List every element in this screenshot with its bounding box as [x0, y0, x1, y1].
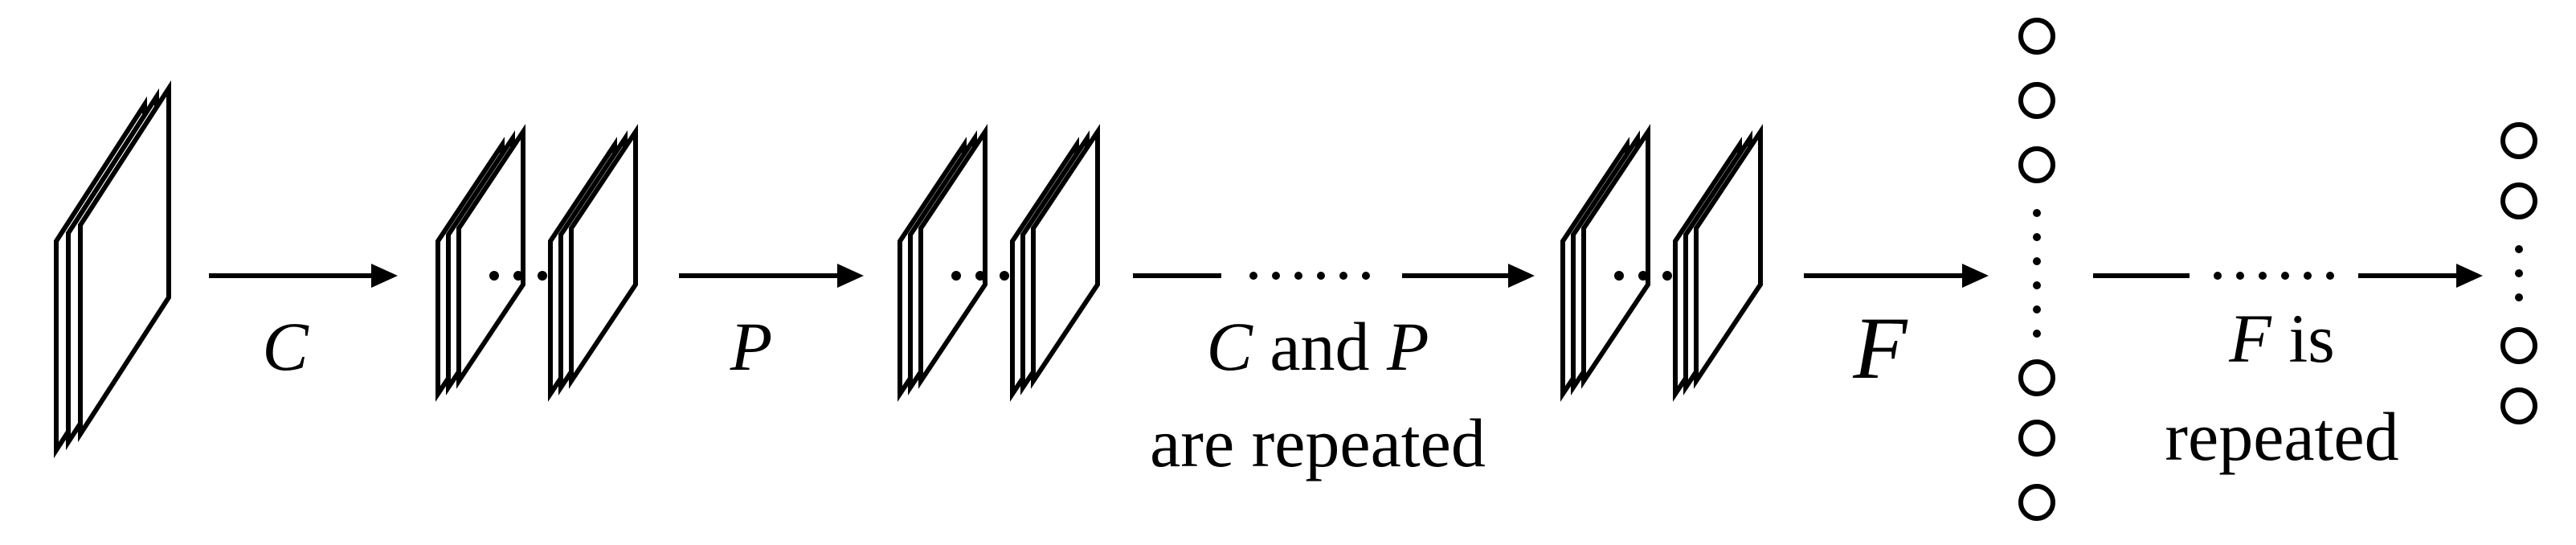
repeat-fc-label: F is	[2228, 300, 2334, 377]
repeat-conv-pool-label-line2: are repeated	[1150, 404, 1486, 481]
repeat-conv-pool-arrow	[1133, 264, 1535, 288]
neuron	[2018, 420, 2055, 457]
neuron	[2018, 146, 2055, 183]
neuron	[2500, 387, 2537, 424]
conv-label: C	[262, 308, 309, 385]
feature-map	[569, 124, 638, 389]
fc-label: F	[1852, 299, 1908, 397]
conv-arrow	[209, 264, 398, 288]
repeat-fc-arrow	[2093, 264, 2483, 288]
neuron	[2500, 182, 2537, 219]
feature-maps-group-2	[898, 124, 1100, 402]
pool-arrow	[679, 264, 864, 288]
feature-map	[1694, 124, 1763, 389]
feature-map	[918, 124, 987, 389]
feature-map	[456, 124, 525, 389]
fc-layer-1	[2018, 18, 2055, 521]
feature-maps-ellipsis	[1614, 271, 1672, 281]
fc-arrow	[1804, 264, 1989, 288]
neuron	[2500, 327, 2537, 364]
neuron	[2018, 82, 2055, 119]
neuron	[2018, 359, 2055, 396]
feature-maps-group-3	[1560, 124, 1763, 402]
feature-maps-group-1	[435, 124, 638, 402]
neuron	[2018, 18, 2055, 55]
feature-map	[1581, 124, 1650, 389]
feature-map	[1031, 124, 1100, 389]
output-layer	[2500, 122, 2537, 424]
pool-label: P	[730, 308, 773, 385]
neuron	[2018, 484, 2055, 521]
input-image-stack	[54, 80, 171, 459]
feature-maps-ellipsis	[489, 271, 547, 281]
input-layer	[78, 80, 171, 443]
repeat-fc-label-line2: repeated	[2165, 398, 2398, 475]
feature-maps-ellipsis	[951, 271, 1009, 281]
neuron	[2500, 122, 2537, 159]
repeat-conv-pool-label: C and P	[1206, 308, 1429, 385]
